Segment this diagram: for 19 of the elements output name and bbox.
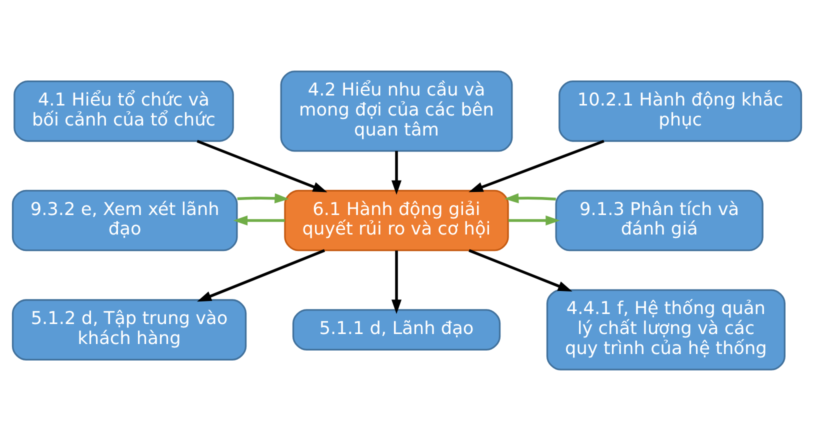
node-box: 10.2.1 Hành động khắc phục — [558, 80, 802, 142]
arrow — [391, 150, 402, 195]
arrow — [504, 193, 556, 204]
arrow — [468, 140, 604, 192]
node-box: 5.1.1 d, Lãnh đạo — [292, 309, 501, 351]
node-box: 5.1.2 d, Tập trung vào khách hàng — [12, 299, 247, 360]
arrow — [197, 249, 326, 302]
node-box: 4.1 Hiểu tổ chức và bối cảnh của tổ chức — [14, 80, 234, 142]
node-box: 9.3.2 e, Xem xét lãnh đạo — [12, 190, 238, 252]
node-box: 4.2 Hiểu nhu cầu và mong đợi của các bên quan tâm — [280, 70, 513, 152]
node-box: 6.1 Hành động giải quyết rủi ro và cơ hội — [284, 190, 509, 252]
arrow — [196, 140, 328, 192]
arrow — [468, 249, 572, 292]
node-box: 9.1.3 Phân tích và đánh giá — [555, 190, 764, 252]
arrow — [237, 193, 290, 204]
arrow — [508, 215, 560, 226]
arrow — [391, 250, 402, 314]
arrow — [233, 215, 285, 226]
node-box: 4.4.1 f, Hệ thống quản lý chất lượng và các quy trình của hệ thống — [546, 289, 786, 370]
